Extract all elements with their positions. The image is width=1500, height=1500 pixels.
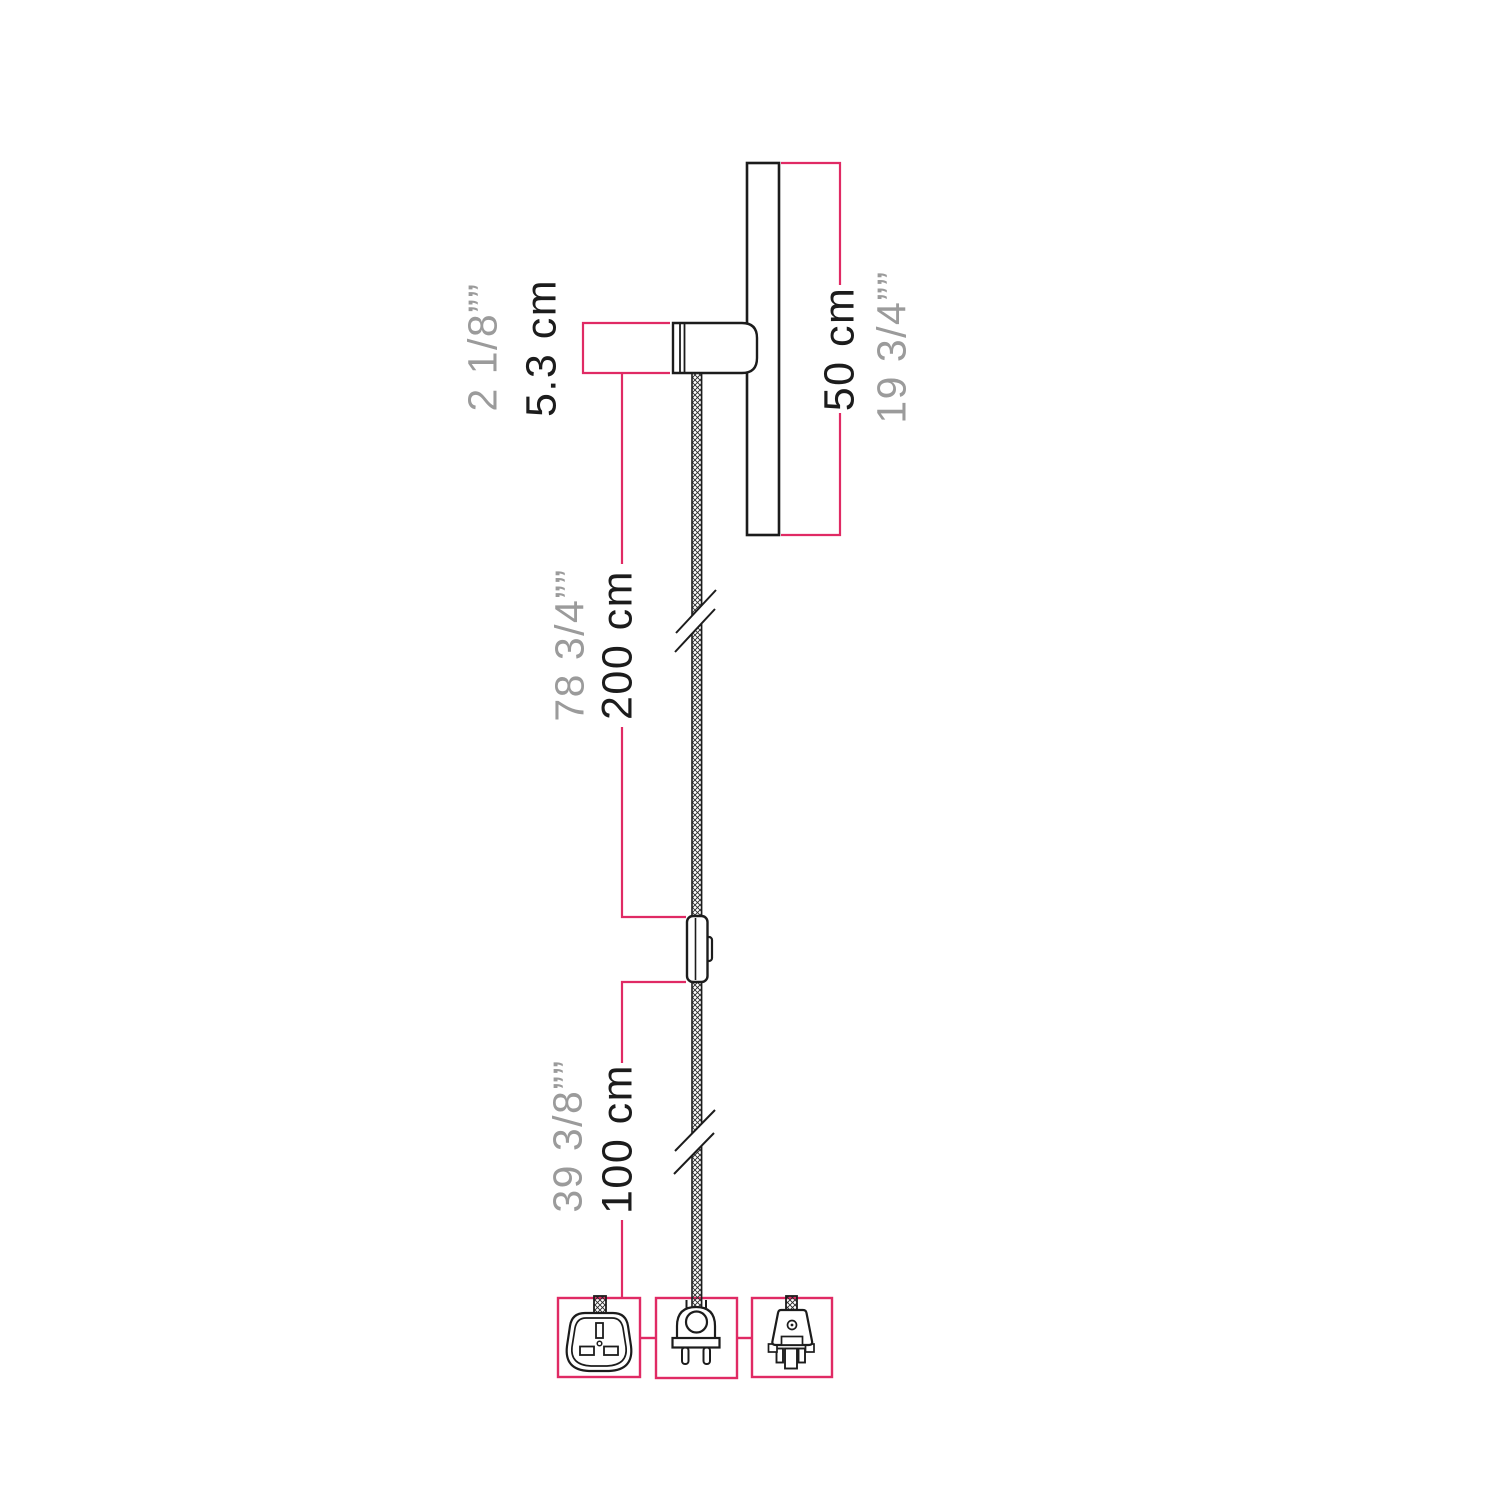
dim-socket-height-metric-label: 5.3 cm bbox=[517, 278, 566, 418]
textile-cable bbox=[691, 373, 703, 1309]
dim-socket-height-imperial-label: 2 1/8”” bbox=[459, 282, 506, 412]
dim-cable-200-metric-label: 200 cm bbox=[593, 569, 642, 721]
grounded-plug-icon bbox=[767, 1295, 815, 1370]
dim-bulb-length-metric-label: 50 cm bbox=[815, 286, 864, 412]
bulb-length-dimension bbox=[781, 161, 842, 537]
dim-bulb-length-imperial-label: 19 3/4”” bbox=[868, 270, 915, 424]
dim-cable-100-imperial-label: 39 3/8”” bbox=[544, 1059, 591, 1213]
cable-break-mark-lower bbox=[673, 1109, 716, 1175]
cable-200-dimension bbox=[620, 373, 686, 919]
cable-100-dimension bbox=[620, 980, 686, 1298]
uk-plug-icon bbox=[565, 1295, 633, 1373]
cable-break-mark-upper bbox=[674, 589, 717, 653]
eu-plug-icon bbox=[671, 1300, 721, 1365]
socket-height-dimension bbox=[581, 321, 670, 375]
dim-cable-200-imperial-label: 78 3/4”” bbox=[546, 568, 593, 722]
dim-cable-100-metric-label: 100 cm bbox=[593, 1063, 642, 1215]
s14d-socket bbox=[671, 321, 759, 375]
inline-switch bbox=[685, 914, 714, 984]
dimension-lines bbox=[556, 161, 842, 1380]
